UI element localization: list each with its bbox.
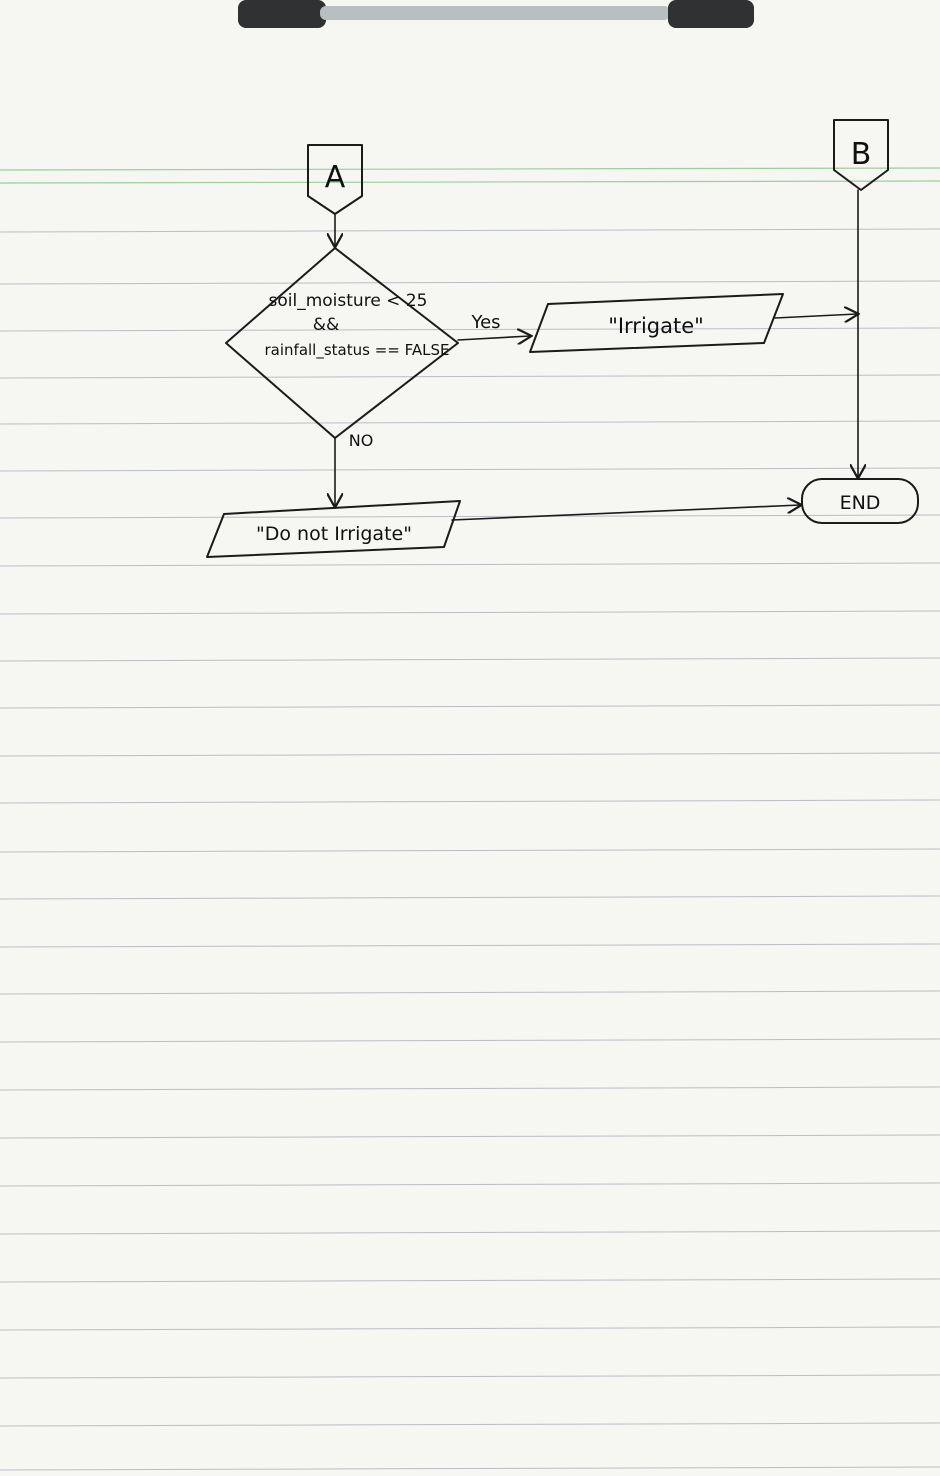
end-terminal-label: END (840, 492, 881, 514)
connector-a: A (308, 145, 362, 214)
output-irrigate-label: "Irrigate" (608, 314, 704, 338)
no-label: NO (349, 431, 374, 450)
output-do-not-irrigate-label: "Do not Irrigate" (256, 523, 412, 545)
arrow-yes-to-irrigate (458, 336, 530, 340)
end-terminal: END (802, 479, 918, 523)
yes-label: Yes (470, 312, 500, 333)
connector-b: B (834, 120, 888, 190)
decision-diamond: soil_moisture < 25 && rainfall_status ==… (226, 248, 458, 438)
decision-condition-line2: && (313, 315, 340, 335)
paper-ruling (0, 168, 940, 1470)
clipboard-clip (238, 0, 754, 28)
connector-b-label: B (851, 137, 872, 172)
decision-condition-line1: soil_moisture < 25 (269, 291, 428, 311)
decision-condition-line3: rainfall_status == FALSE (265, 341, 450, 360)
output-do-not-irrigate: "Do not Irrigate" (207, 501, 460, 557)
output-irrigate: "Irrigate" (530, 294, 783, 352)
connector-a-label: A (325, 160, 346, 195)
arrow-irrigate-to-b-line (775, 314, 857, 318)
arrow-do-not-irrigate-to-end (452, 505, 800, 520)
